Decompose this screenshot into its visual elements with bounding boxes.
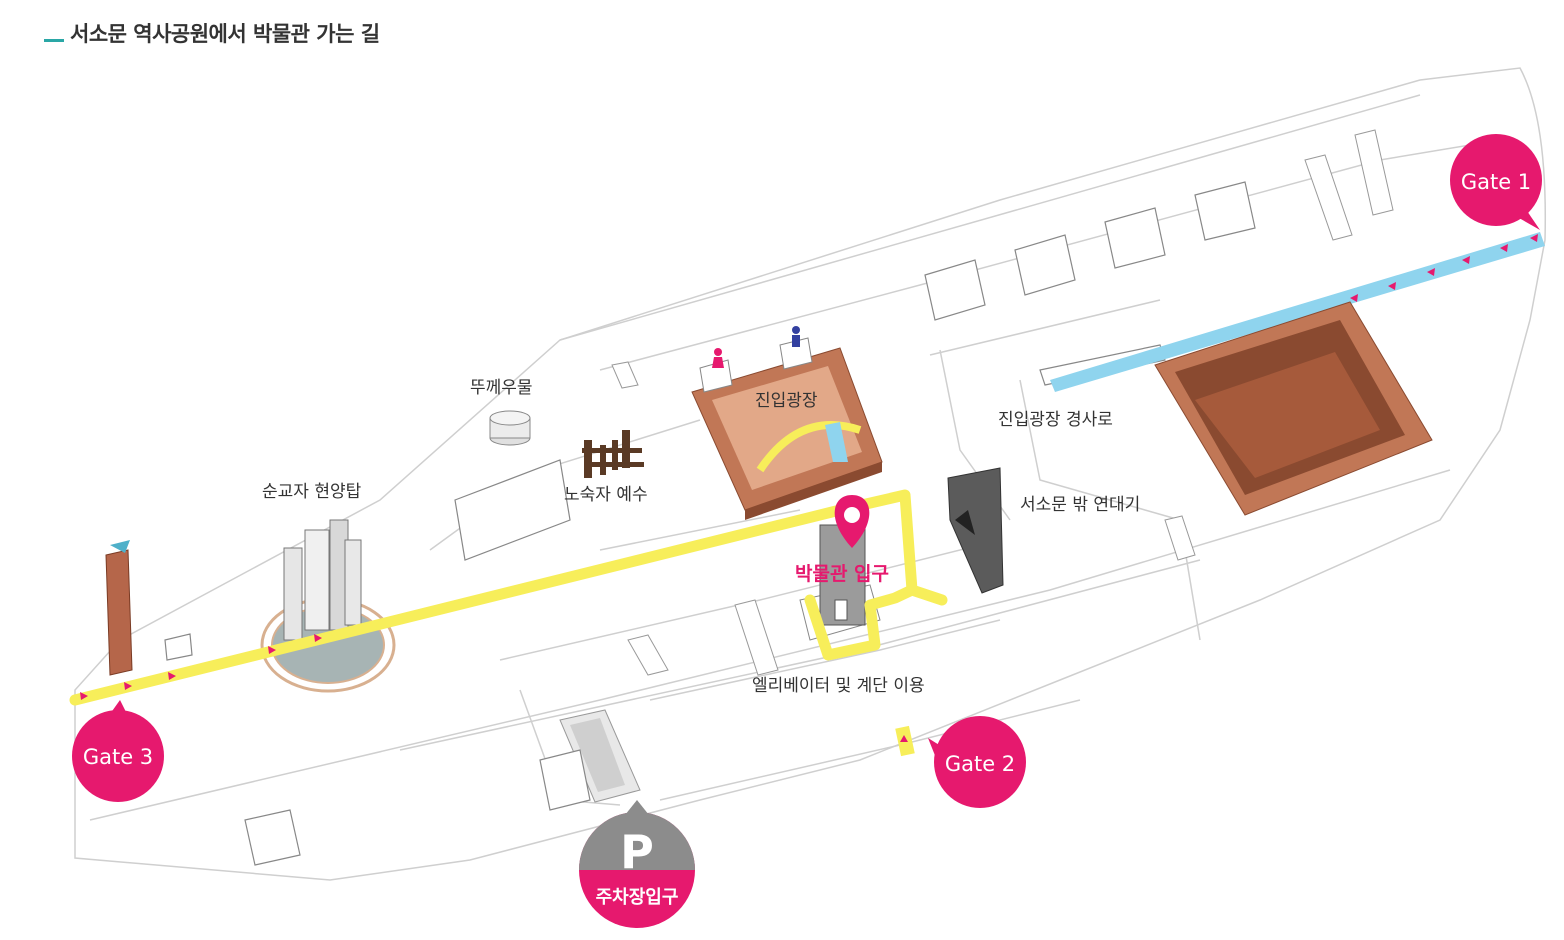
well — [489, 410, 531, 446]
direction-arrows — [80, 234, 1538, 742]
parking-icon: P — [620, 825, 654, 879]
location-pin-icon — [834, 495, 870, 548]
parking-marker[interactable]: P 주차장입구 — [579, 800, 695, 928]
restroom-women — [699, 348, 733, 393]
label-elevator: 엘리베이터 및 계단 이용 — [752, 676, 925, 696]
page-heading: 서소문 역사공원에서 박물관 가는 길 — [44, 18, 380, 48]
homeless-jesus-sculpture — [582, 430, 644, 478]
heading-accent-bar — [44, 39, 64, 42]
men-restroom-icon — [792, 326, 800, 334]
underground-court — [1154, 301, 1433, 516]
label-plaza: 진입광장 — [755, 391, 818, 411]
gate3-marker[interactable]: Gate 3 — [72, 700, 164, 802]
label-jesus: 노숙자 예수 — [564, 485, 648, 505]
label-well: 뚜께우물 — [470, 378, 533, 398]
label-chronicle: 서소문 밖 연대기 — [1020, 495, 1140, 515]
gate1-marker[interactable]: Gate 1 — [1450, 134, 1542, 230]
gate2-label: Gate 2 — [945, 752, 1015, 776]
gate1-label: Gate 1 — [1461, 170, 1531, 194]
label-entrance: 박물관 입구 — [795, 563, 889, 585]
page-title: 서소문 역사공원에서 박물관 가는 길 — [70, 22, 380, 46]
gate3-tower — [105, 540, 133, 676]
label-ramp: 진입광장 경사로 — [998, 410, 1113, 430]
plaza-ramp-path — [1050, 232, 1545, 392]
entry-plaza-building — [691, 347, 883, 520]
parking-label: 주차장입구 — [596, 886, 679, 908]
label-tower: 순교자 현양탑 — [262, 482, 362, 502]
gate3-label: Gate 3 — [83, 745, 153, 769]
gate2-marker[interactable]: Gate 2 — [928, 716, 1026, 808]
women-restroom-icon — [714, 348, 722, 356]
restroom-men — [779, 326, 813, 370]
chronicle-wall — [947, 467, 1004, 594]
route-path — [69, 489, 948, 706]
stairs — [611, 129, 1394, 676]
